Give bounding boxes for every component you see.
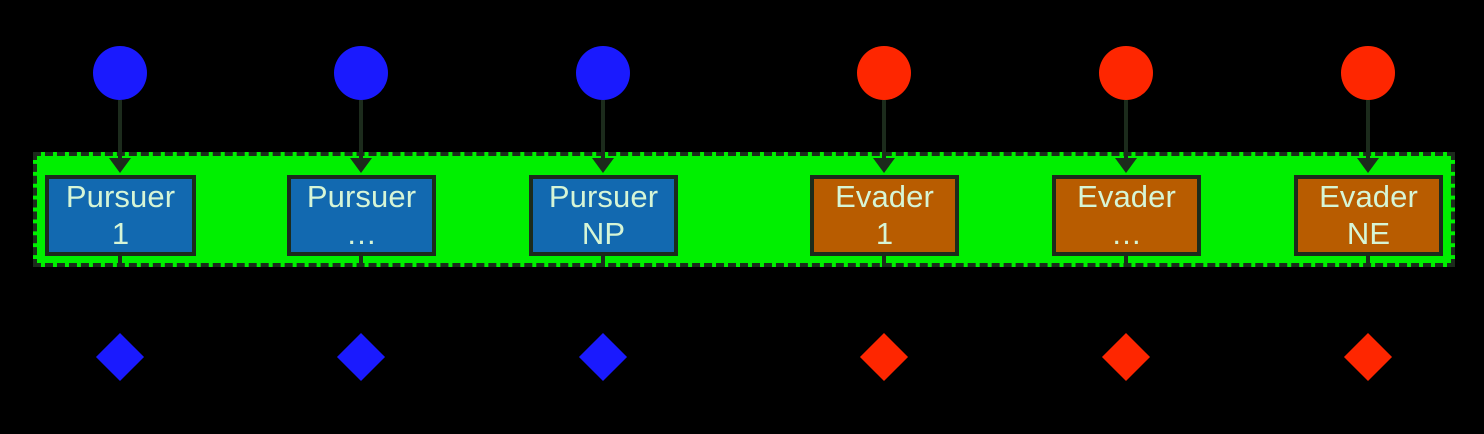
- coordination-band: [33, 152, 1455, 267]
- agent-label-index-pursuer-1: 1: [111, 215, 130, 251]
- outbound-line-pursuer-np: [601, 256, 605, 267]
- agent-label-role-evader-mid: Evader: [1077, 178, 1176, 214]
- agent-label-index-pursuer-np: NP: [581, 215, 626, 251]
- agent-label-role-pursuer-mid: Pursuer: [306, 178, 417, 214]
- inbound-arrow-head-evader-mid: [1115, 158, 1137, 173]
- diamond-marker-pursuer-mid: [336, 332, 386, 382]
- diamond-marker-pursuer-np: [578, 332, 628, 382]
- agent-label-role-pursuer-np: Pursuer: [548, 178, 659, 214]
- agent-box-pursuer-mid[interactable]: Pursuer…: [287, 175, 436, 256]
- diamond-marker-evader-mid: [1101, 332, 1151, 382]
- inbound-arrow-head-evader-1: [873, 158, 895, 173]
- inbound-arrow-head-evader-ne: [1357, 158, 1379, 173]
- inbound-arrow-stem-evader-1: [882, 100, 886, 160]
- outbound-line-evader-1: [882, 256, 886, 267]
- inbound-arrow-stem-evader-mid: [1124, 100, 1128, 160]
- inbound-arrow-stem-pursuer-mid: [359, 100, 363, 160]
- circle-marker-pursuer-np: [576, 46, 630, 100]
- outbound-line-evader-mid: [1124, 256, 1128, 267]
- inbound-arrow-stem-pursuer-1: [118, 100, 122, 160]
- agent-label-index-evader-1: 1: [875, 215, 894, 251]
- inbound-arrow-head-pursuer-1: [109, 158, 131, 173]
- agent-label-index-pursuer-mid: …: [345, 215, 378, 251]
- agent-box-evader-mid[interactable]: Evader…: [1052, 175, 1201, 256]
- inbound-arrow-stem-evader-ne: [1366, 100, 1370, 160]
- circle-marker-pursuer-1: [93, 46, 147, 100]
- outbound-line-evader-ne: [1366, 256, 1370, 267]
- circle-marker-evader-1: [857, 46, 911, 100]
- circle-marker-pursuer-mid: [334, 46, 388, 100]
- agent-label-role-pursuer-1: Pursuer: [65, 178, 176, 214]
- inbound-arrow-head-pursuer-np: [592, 158, 614, 173]
- outbound-line-pursuer-mid: [359, 256, 363, 267]
- circle-marker-evader-ne: [1341, 46, 1395, 100]
- circle-marker-evader-mid: [1099, 46, 1153, 100]
- agent-label-role-evader-1: Evader: [835, 178, 934, 214]
- outbound-line-pursuer-1: [118, 256, 122, 267]
- inbound-arrow-head-pursuer-mid: [350, 158, 372, 173]
- diamond-marker-evader-ne: [1343, 332, 1393, 382]
- diamond-marker-pursuer-1: [95, 332, 145, 382]
- agent-label-index-evader-ne: NE: [1346, 215, 1391, 251]
- diamond-marker-evader-1: [859, 332, 909, 382]
- inbound-arrow-stem-pursuer-np: [601, 100, 605, 160]
- agent-label-role-evader-ne: Evader: [1319, 178, 1418, 214]
- agent-label-index-evader-mid: …: [1110, 215, 1143, 251]
